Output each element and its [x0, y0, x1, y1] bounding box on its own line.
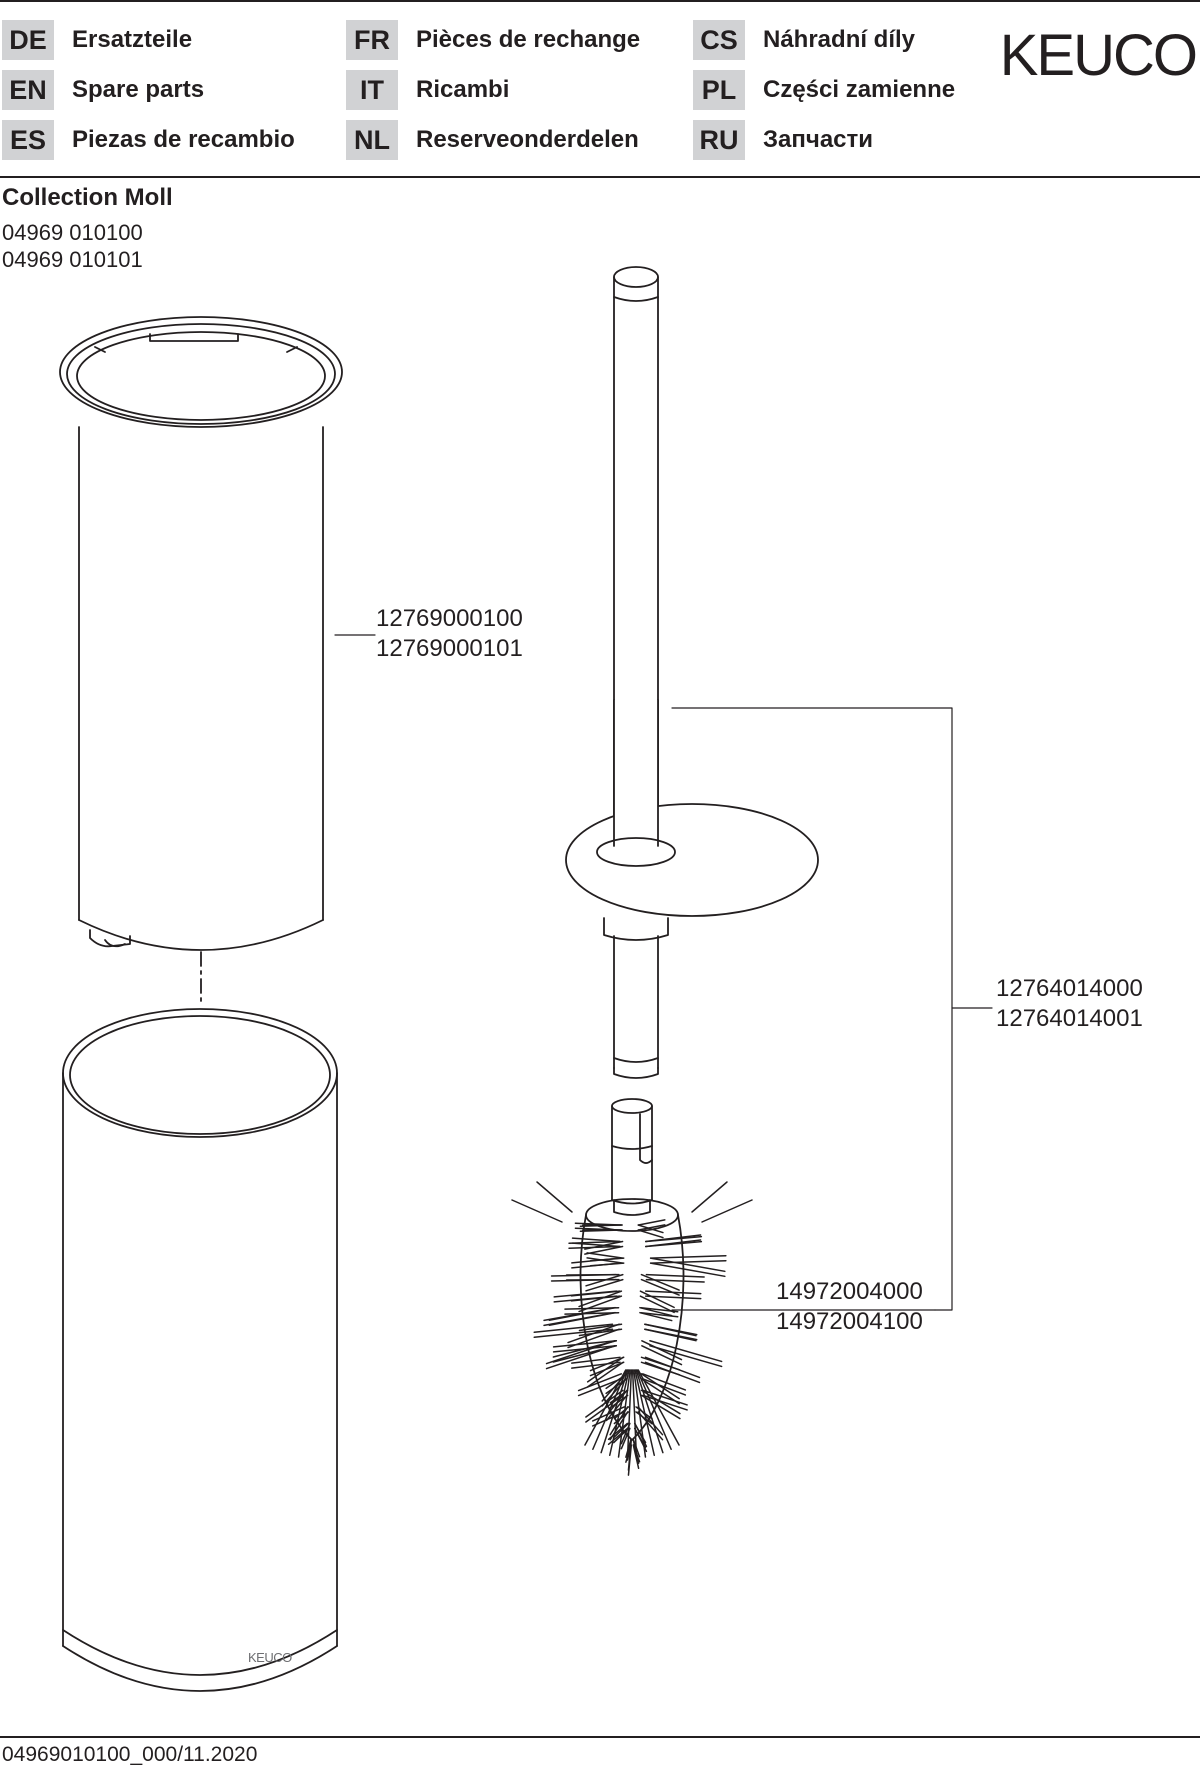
brand-logo: KEUCO — [999, 23, 1198, 88]
insert-part — [59, 316, 343, 951]
part-number: 12769000101 — [376, 635, 523, 662]
lang-row-fr: FR Pièces de rechange — [346, 20, 640, 60]
part-number: 12764014000 — [996, 975, 1143, 1002]
collection-title: Collection Moll — [2, 184, 173, 211]
lang-label: Spare parts — [72, 76, 205, 103]
lang-row-es: ES Piezas de recambio — [2, 120, 295, 160]
lang-label: Ricambi — [416, 76, 510, 103]
part-number: 14972004100 — [776, 1308, 923, 1335]
part-number-insert: 12769000100 12769000101 — [376, 604, 523, 664]
lang-label: Piezas de recambio — [72, 126, 295, 153]
lang-row-de: DE Ersatzteile — [2, 20, 192, 60]
lang-label: Części zamienne — [763, 76, 956, 103]
lang-row-pl: PL Części zamienne — [693, 70, 955, 110]
lang-code: ES — [2, 120, 54, 160]
leader-lines — [334, 634, 993, 1311]
lang-row-nl: NL Reserveonderdelen — [346, 120, 639, 160]
container-part — [62, 1008, 338, 1692]
article-number: 04969 010100 — [2, 220, 143, 245]
part-number-brush-head: 14972004000 14972004100 — [776, 1277, 923, 1337]
container-logo: KEUCO — [248, 1650, 292, 1665]
document-number: 04969010100_000/11.2020 — [2, 1743, 258, 1766]
lang-row-ru: RU Запчасти — [693, 120, 873, 160]
brush-handle-part — [565, 266, 819, 1079]
part-number: 12769000100 — [376, 605, 523, 632]
lang-row-en: EN Spare parts — [2, 70, 204, 110]
header-top-rule — [0, 0, 1200, 2]
lang-row-it: IT Ricambi — [346, 70, 509, 110]
lang-code: DE — [2, 20, 54, 60]
lang-code: EN — [2, 70, 54, 110]
part-number: 14972004000 — [776, 1278, 923, 1305]
part-number: 12764014001 — [996, 1005, 1143, 1032]
article-number: 04969 010101 — [2, 247, 143, 272]
lang-code: RU — [693, 120, 745, 160]
lang-label: Náhradní díly — [763, 26, 916, 53]
lang-code: CS — [693, 20, 745, 60]
lang-code: FR — [346, 20, 398, 60]
lang-row-cs: CS Náhradní díly — [693, 20, 915, 60]
part-number-brush-handle: 12764014000 12764014001 — [996, 974, 1143, 1034]
brush-bristles — [511, 1181, 753, 1476]
lang-label: Ersatzteile — [72, 26, 193, 53]
header-bottom-rule — [0, 176, 1200, 178]
lang-label: Reserveonderdelen — [416, 126, 639, 153]
lang-label: Запчасти — [763, 126, 874, 153]
footer-rule — [0, 1736, 1200, 1738]
lang-label: Pièces de rechange — [416, 26, 641, 53]
lang-code: PL — [693, 70, 745, 110]
lang-code: NL — [346, 120, 398, 160]
lang-code: IT — [346, 70, 398, 110]
